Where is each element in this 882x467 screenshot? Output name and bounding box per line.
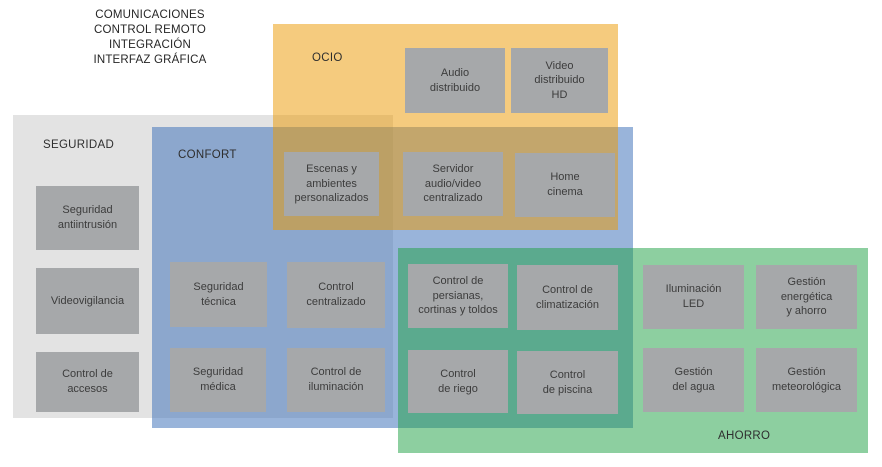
note-line-1: COMUNICACIONES [95,9,205,21]
item-box-videovigilancia: Videovigilancia [36,268,139,334]
region-label-ocio: OCIO [312,52,343,64]
communications-note: COMUNICACIONES CONTROL REMOTO INTEGRACIÓ… [60,8,240,68]
region-label-confort: CONFORT [178,149,237,161]
note-line-2: CONTROL REMOTO [93,24,207,36]
note-line-4: INTERFAZ GRÁFICA [93,54,207,66]
region-label-seguridad: SEGURIDAD [43,139,115,151]
note-line-3: INTEGRACIÓN [108,39,192,51]
region-label-ahorro: AHORRO [718,430,771,442]
